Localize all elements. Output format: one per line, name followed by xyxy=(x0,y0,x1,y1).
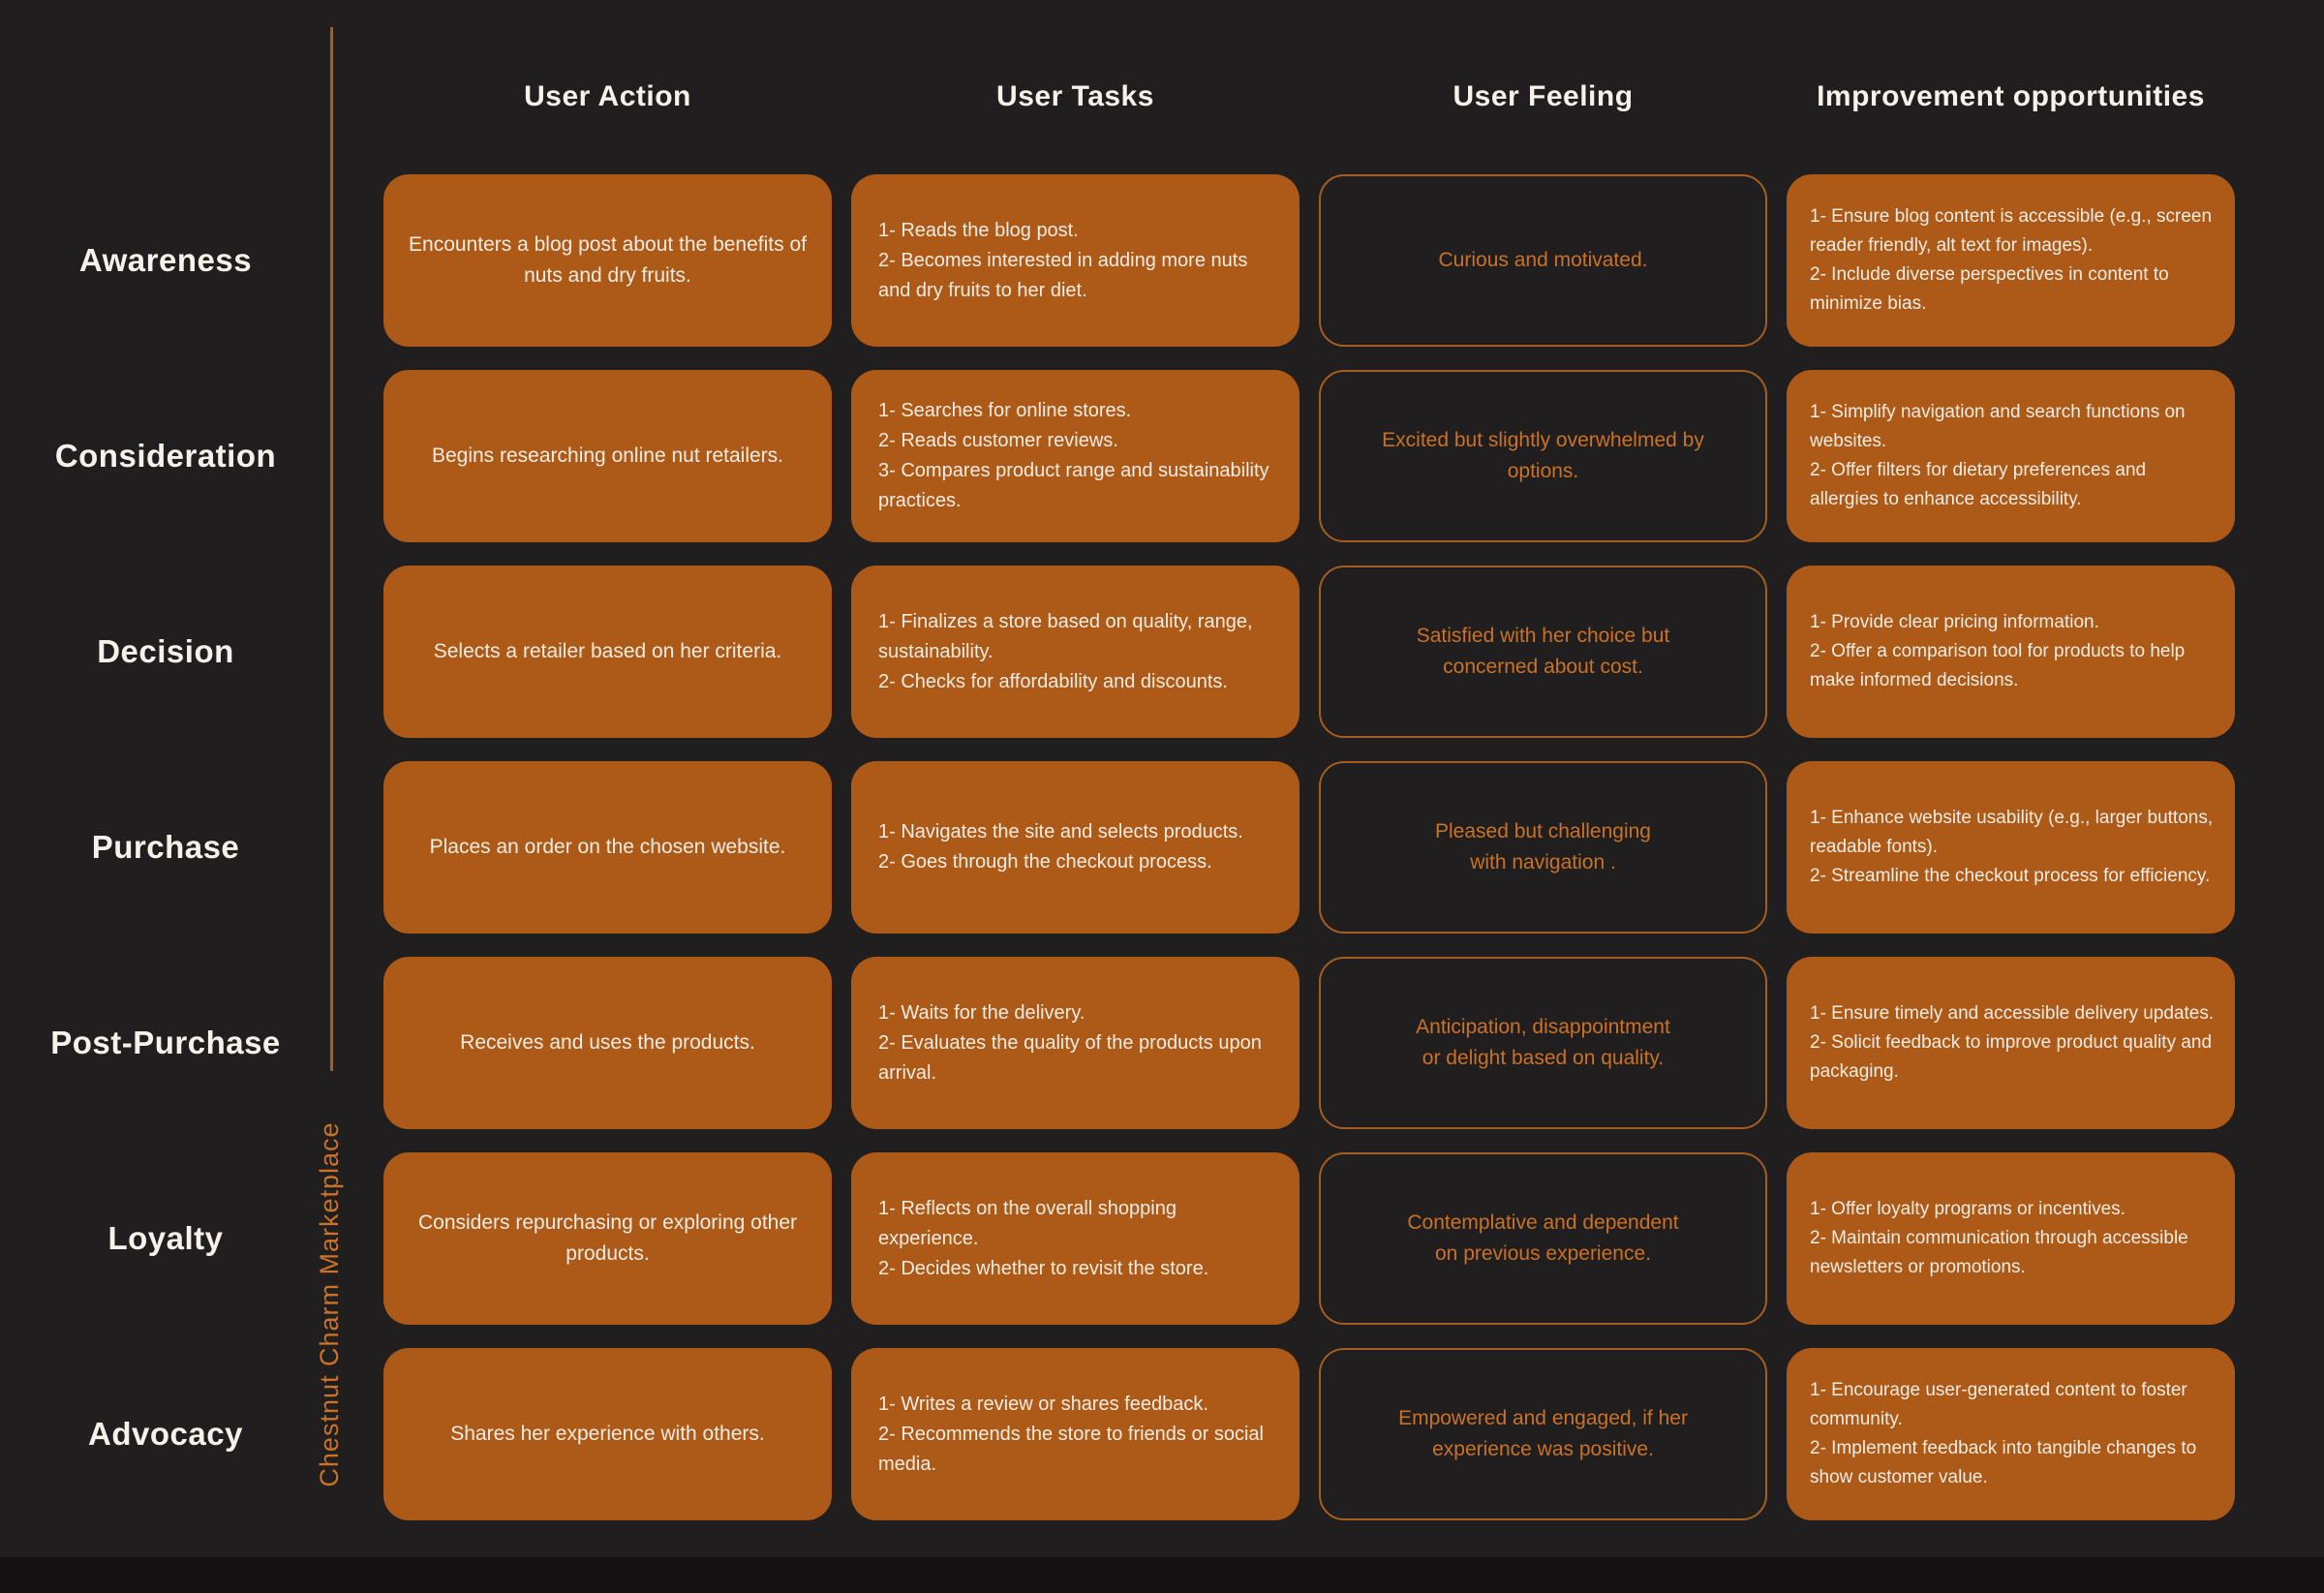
improvement-card: 1- Offer loyalty programs or incentives.… xyxy=(1787,1152,2235,1325)
task-item: 2- Becomes interested in adding more nut… xyxy=(878,249,1248,301)
feeling-line: or delight based on quality. xyxy=(1422,1047,1665,1069)
user-action-text: Considers repurchasing or exploring othe… xyxy=(417,1211,798,1265)
user-tasks-card: 1- Finalizes a store based on quality, r… xyxy=(851,566,1300,738)
improvement-item: 1- Provide clear pricing information. xyxy=(1810,612,2099,632)
improvement-item: 2- Offer a comparison tool for products … xyxy=(1810,641,2186,690)
feeling-line: with navigation . xyxy=(1470,851,1616,873)
feeling-line: experience was positive. xyxy=(1432,1438,1654,1460)
task-item: 3- Compares product range and sustainabi… xyxy=(878,460,1269,511)
brand-divider-line xyxy=(330,27,333,1071)
task-item: 2- Goes through the checkout process. xyxy=(878,851,1212,873)
user-action-text: Places an order on the chosen website. xyxy=(429,836,786,858)
feeling-line: on previous experience. xyxy=(1435,1242,1651,1265)
task-item: 2- Recommends the store to friends or so… xyxy=(878,1423,1264,1475)
user-feeling-card: Curious and motivated. xyxy=(1319,174,1767,347)
user-action-card: Selects a retailer based on her criteria… xyxy=(383,566,832,738)
user-feeling-card: Empowered and engaged, if her experience … xyxy=(1319,1348,1767,1520)
user-feeling-card: Pleased but challenging with navigation . xyxy=(1319,761,1767,934)
user-feeling-card: Excited but slightly overwhelmed by optio… xyxy=(1319,370,1767,542)
task-item: 1- Reads the blog post. xyxy=(878,219,1079,241)
improvement-item: 2- Include diverse perspectives in conte… xyxy=(1810,264,2169,314)
column-header-user-tasks: User Tasks xyxy=(996,80,1154,112)
user-action-card: Considers repurchasing or exploring othe… xyxy=(383,1152,832,1325)
improvement-item: 1- Encourage user-generated content to f… xyxy=(1810,1380,2187,1429)
task-item: 2- Checks for affordability and discount… xyxy=(878,670,1228,692)
improvement-item: 1- Ensure timely and accessible delivery… xyxy=(1810,1003,2215,1024)
stage-label: Advocacy xyxy=(88,1416,243,1452)
feeling-line: Anticipation, disappointment xyxy=(1416,1016,1670,1038)
task-item: 1- Reflects on the overall shopping expe… xyxy=(878,1197,1177,1249)
improvement-card: 1- Ensure timely and accessible delivery… xyxy=(1787,957,2235,1129)
user-feeling-card: Anticipation, disappointment or delight b… xyxy=(1319,957,1767,1129)
improvement-card: 1- Simplify navigation and search functi… xyxy=(1787,370,2235,542)
user-tasks-card: 1- Searches for online stores. 2- Reads c… xyxy=(851,370,1300,542)
user-feeling-card: Contemplative and dependent on previous e… xyxy=(1319,1152,1767,1325)
improvement-item: 2- Offer filters for dietary preferences… xyxy=(1810,460,2147,509)
bottom-strip xyxy=(0,1557,2324,1593)
column-header-user-feeling: User Feeling xyxy=(1452,80,1634,112)
feeling-line: Contemplative and dependent xyxy=(1407,1211,1679,1234)
improvement-item: 1- Offer loyalty programs or incentives. xyxy=(1810,1199,2125,1219)
task-item: 1- Waits for the delivery. xyxy=(878,1001,1086,1024)
column-header-improvement-opportunities: Improvement opportunities xyxy=(1817,80,2205,112)
user-tasks-card: 1- Reads the blog post. 2- Becomes intere… xyxy=(851,174,1300,347)
stage-label: Post-Purchase xyxy=(50,1025,281,1060)
stage-label: Purchase xyxy=(91,829,240,865)
user-tasks-card: 1- Reflects on the overall shopping expe… xyxy=(851,1152,1300,1325)
improvement-card: 1- Provide clear pricing information. 2- … xyxy=(1787,566,2235,738)
task-item: 1- Searches for online stores. xyxy=(878,400,1132,421)
user-action-card: Places an order on the chosen website. xyxy=(383,761,832,934)
user-action-text: Shares her experience with others. xyxy=(450,1423,765,1445)
user-action-text: Receives and uses the products. xyxy=(460,1031,755,1054)
journey-map-grid: User Action User Tasks User Feeling Impr… xyxy=(0,0,2235,1520)
feeling-line: Pleased but challenging xyxy=(1434,820,1651,842)
column-header-user-action: User Action xyxy=(524,80,691,112)
user-feeling-card: Satisfied with her choice but concerned a… xyxy=(1319,566,1767,738)
user-action-card: Receives and uses the products. xyxy=(383,957,832,1129)
improvement-card: 1- Encourage user-generated content to f… xyxy=(1787,1348,2235,1520)
user-tasks-card: 1- Writes a review or shares feedback. 2-… xyxy=(851,1348,1300,1520)
task-item: 2- Evaluates the quality of the products… xyxy=(878,1031,1262,1084)
user-tasks-card: 1- Navigates the site and selects produc… xyxy=(851,761,1300,934)
user-action-card: Encounters a blog post about the benefit… xyxy=(383,174,832,347)
feeling-line: Curious and motivated. xyxy=(1438,249,1648,271)
improvement-item: 1- Enhance website usability (e.g., larg… xyxy=(1810,808,2214,857)
user-action-card: Shares her experience with others. xyxy=(383,1348,832,1520)
task-item: 2- Reads customer reviews. xyxy=(878,430,1118,451)
stage-label: Loyalty xyxy=(107,1220,224,1256)
user-action-card: Begins researching online nut retailers. xyxy=(383,370,832,542)
stage-label: Consideration xyxy=(54,438,277,474)
user-action-text: Selects a retailer based on her criteria… xyxy=(433,640,782,662)
feeling-line: concerned about cost. xyxy=(1443,656,1643,678)
task-item: 1- Writes a review or shares feedback. xyxy=(878,1393,1208,1415)
task-item: 1- Navigates the site and selects produc… xyxy=(878,821,1243,842)
improvement-item: 2- Implement feedback into tangible chan… xyxy=(1810,1438,2197,1487)
improvement-item: 1- Ensure blog content is accessible (e.… xyxy=(1810,206,2213,256)
task-item: 1- Finalizes a store based on quality, r… xyxy=(878,610,1253,662)
improvement-item: 2- Maintain communication through access… xyxy=(1810,1228,2188,1277)
task-item: 2- Decides whether to revisit the store. xyxy=(878,1257,1209,1279)
feeling-line: Satisfied with her choice but xyxy=(1416,625,1670,647)
feeling-line: Empowered and engaged, if her xyxy=(1398,1407,1688,1429)
stage-label: Decision xyxy=(97,633,234,669)
feeling-line: options. xyxy=(1507,460,1579,482)
improvement-card: 1- Ensure blog content is accessible (e.… xyxy=(1787,174,2235,347)
improvement-item: 2- Streamline the checkout process for e… xyxy=(1810,866,2211,886)
improvement-item: 1- Simplify navigation and search functi… xyxy=(1810,402,2186,451)
feeling-line: Excited but slightly overwhelmed by xyxy=(1382,429,1704,451)
user-tasks-card: 1- Waits for the delivery. 2- Evaluates t… xyxy=(851,957,1300,1129)
grid-corner-spacer xyxy=(0,0,364,151)
improvement-item: 2- Solicit feedback to improve product q… xyxy=(1810,1032,2213,1082)
improvement-card: 1- Enhance website usability (e.g., larg… xyxy=(1787,761,2235,934)
user-action-text: Encounters a blog post about the benefit… xyxy=(409,233,807,287)
user-action-text: Begins researching online nut retailers. xyxy=(431,444,784,467)
stage-label: Awareness xyxy=(78,242,253,278)
